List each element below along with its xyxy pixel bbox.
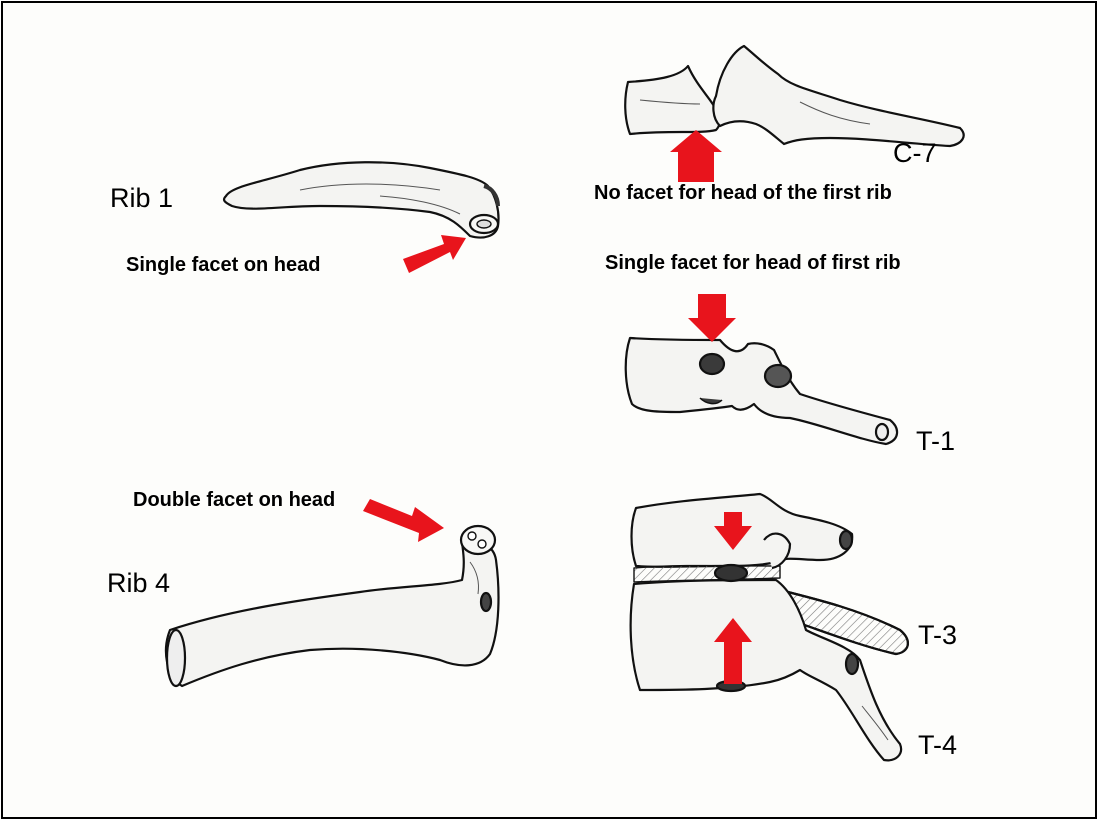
c7-arrow bbox=[670, 130, 722, 182]
c7-caption: No facet for head of the first rib bbox=[594, 183, 892, 203]
t3-label: T-3 bbox=[918, 622, 957, 649]
rib-1-bone bbox=[224, 162, 499, 237]
rib-4-facet-arrow bbox=[363, 499, 444, 542]
t1-label: T-1 bbox=[916, 428, 955, 455]
c7-vertebra bbox=[625, 46, 963, 146]
rib-4-bone bbox=[166, 526, 498, 686]
rib-4-label: Rib 4 bbox=[107, 570, 170, 597]
t1-arrow bbox=[688, 294, 736, 342]
rib-1-facet-arrow bbox=[403, 235, 466, 273]
rib-1-label: Rib 1 bbox=[110, 185, 173, 212]
c7-label: C-7 bbox=[893, 140, 937, 167]
t1-vertebra bbox=[626, 338, 897, 444]
rib-4-caption: Double facet on head bbox=[133, 490, 335, 510]
t1-caption: Single facet for head of first rib bbox=[605, 253, 901, 273]
t3-t4-vertebrae bbox=[631, 494, 908, 760]
rib-1-caption: Single facet on head bbox=[126, 255, 320, 275]
t4-label: T-4 bbox=[918, 732, 957, 759]
